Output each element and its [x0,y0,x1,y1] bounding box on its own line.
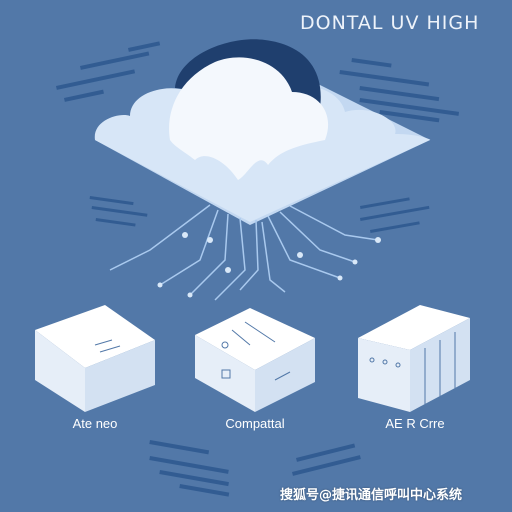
watermark: 搜狐号@捷讯通信呼叫中心系统 [280,488,463,503]
box-1-details [94,339,121,353]
connector-lines [109,204,379,301]
box-1-label: Ate neo [72,416,118,431]
box-2-label: Compattal [225,416,285,431]
diagram-title: DONTAL UV HIGH [300,12,480,34]
box-1 [35,305,155,412]
box-3-label: AE R Crre [385,416,445,431]
decorative-text-lines [56,41,460,497]
cloud-icon [94,39,431,225]
box-3-details [369,332,456,408]
connector-nodes [157,232,381,298]
box-3 [358,305,470,412]
box-2-details [221,321,291,381]
box-2 [195,308,315,412]
